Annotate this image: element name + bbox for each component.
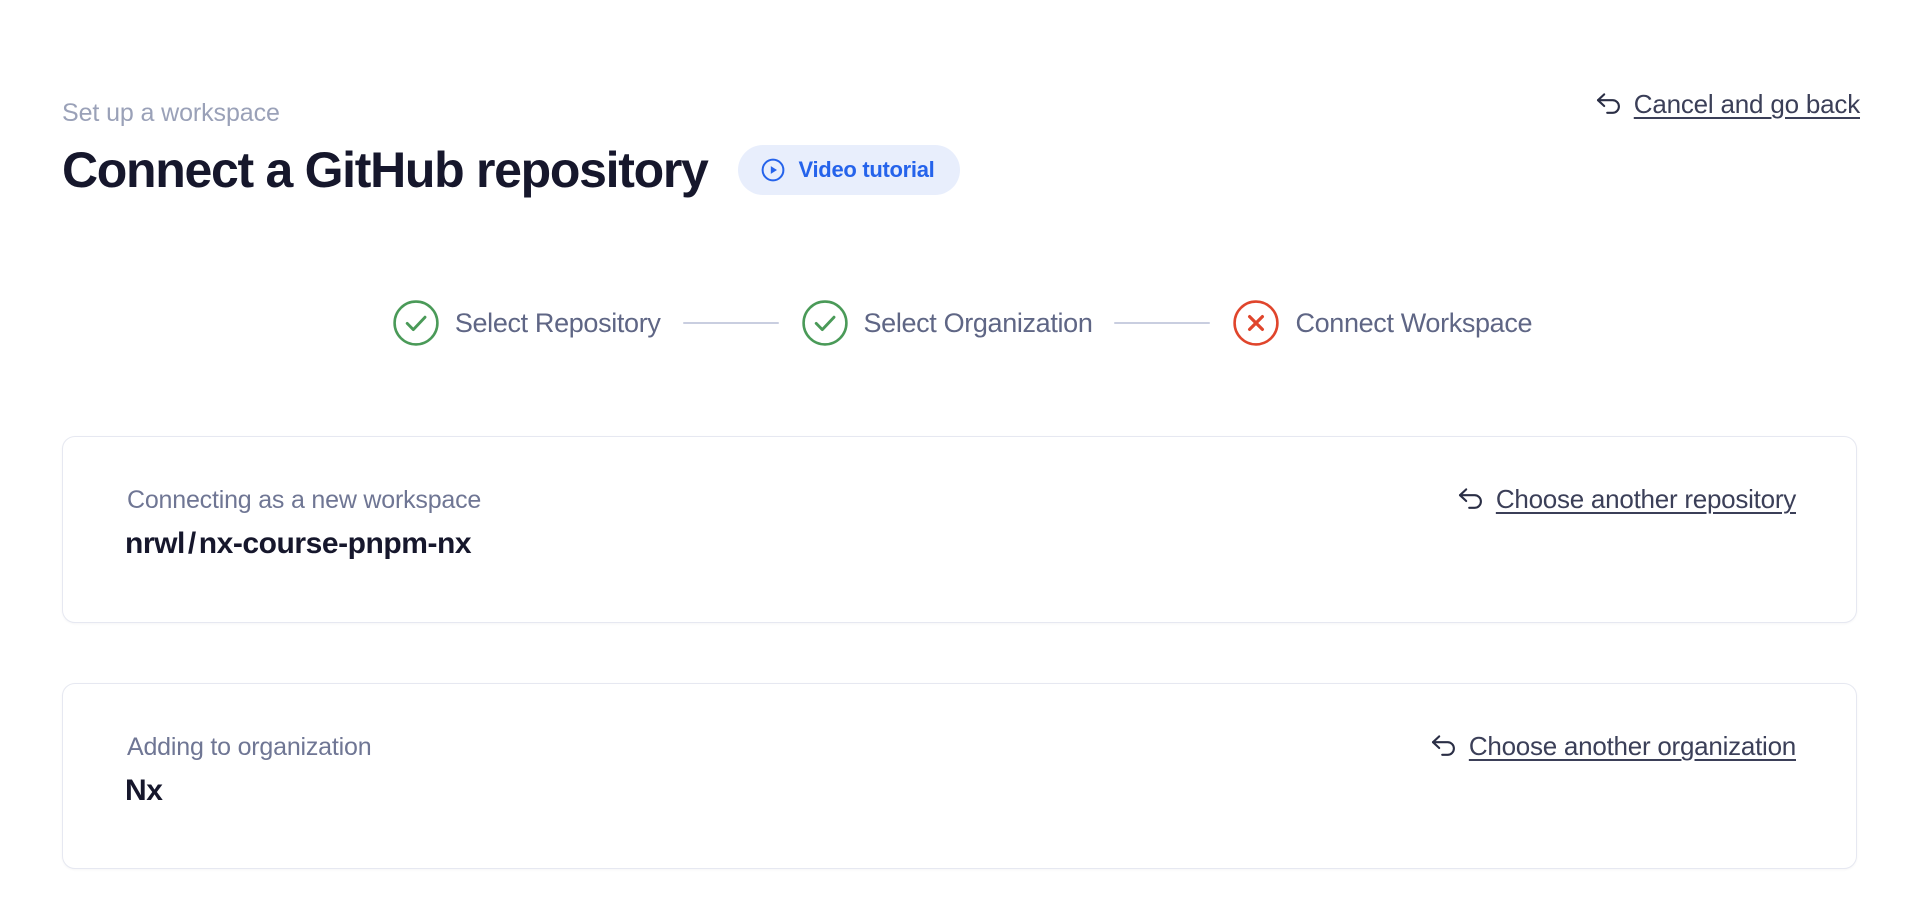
check-circle-icon bbox=[392, 299, 440, 347]
organization-card-value: Nx bbox=[125, 772, 163, 810]
choose-another-repository-label: Choose another repository bbox=[1495, 484, 1796, 514]
organization-card-caption: Adding to organization bbox=[127, 733, 372, 761]
organization-card-inner: Adding to organization Nx Choose another… bbox=[63, 684, 1856, 868]
repository-card-inner: Connecting as a new workspace nrwl/nx-co… bbox=[63, 437, 1856, 622]
choose-another-repository-link[interactable]: Choose another repository bbox=[1457, 483, 1796, 515]
repository-card: Connecting as a new workspace nrwl/nx-co… bbox=[62, 436, 1857, 623]
cancel-and-go-back-link[interactable]: Cancel and go back bbox=[1595, 88, 1860, 120]
cancel-and-go-back-label: Cancel and go back bbox=[1633, 89, 1860, 119]
choose-another-organization-link[interactable]: Choose another organization bbox=[1430, 730, 1796, 762]
repository-name: nx-course-pnpm-nx bbox=[198, 527, 472, 560]
step-label-connect-workspace: Connect Workspace bbox=[1295, 308, 1533, 338]
undo-arrow-icon bbox=[1595, 91, 1623, 117]
step-select-repository[interactable]: Select Repository bbox=[392, 299, 661, 347]
step-connector-2 bbox=[1114, 322, 1211, 324]
organization-card: Adding to organization Nx Choose another… bbox=[62, 683, 1857, 869]
step-select-organization[interactable]: Select Organization bbox=[801, 299, 1093, 347]
step-label-select-organization: Select Organization bbox=[863, 308, 1093, 338]
choose-another-organization-label: Choose another organization bbox=[1468, 731, 1796, 761]
title-row: Connect a GitHub repository Video tutori… bbox=[62, 140, 961, 200]
play-circle-icon bbox=[760, 157, 786, 183]
repository-card-value: nrwl/nx-course-pnpm-nx bbox=[125, 525, 472, 563]
progress-stepper: Select Repository Select Organization Co… bbox=[0, 299, 1924, 347]
page-title: Connect a GitHub repository bbox=[62, 142, 709, 198]
undo-arrow-icon bbox=[1430, 733, 1458, 759]
x-circle-icon bbox=[1232, 299, 1280, 347]
video-tutorial-button[interactable]: Video tutorial bbox=[737, 145, 961, 195]
repository-separator: / bbox=[187, 527, 196, 560]
repository-card-caption: Connecting as a new workspace bbox=[127, 486, 482, 514]
step-connect-workspace[interactable]: Connect Workspace bbox=[1232, 299, 1533, 347]
step-connector-1 bbox=[682, 322, 779, 324]
undo-arrow-icon bbox=[1457, 486, 1485, 512]
organization-name: Nx bbox=[125, 774, 163, 807]
video-tutorial-label: Video tutorial bbox=[798, 157, 935, 182]
repository-owner: nrwl bbox=[125, 527, 185, 560]
check-circle-icon bbox=[801, 299, 849, 347]
breadcrumb: Set up a workspace bbox=[62, 99, 280, 127]
step-label-select-repository: Select Repository bbox=[454, 308, 661, 338]
